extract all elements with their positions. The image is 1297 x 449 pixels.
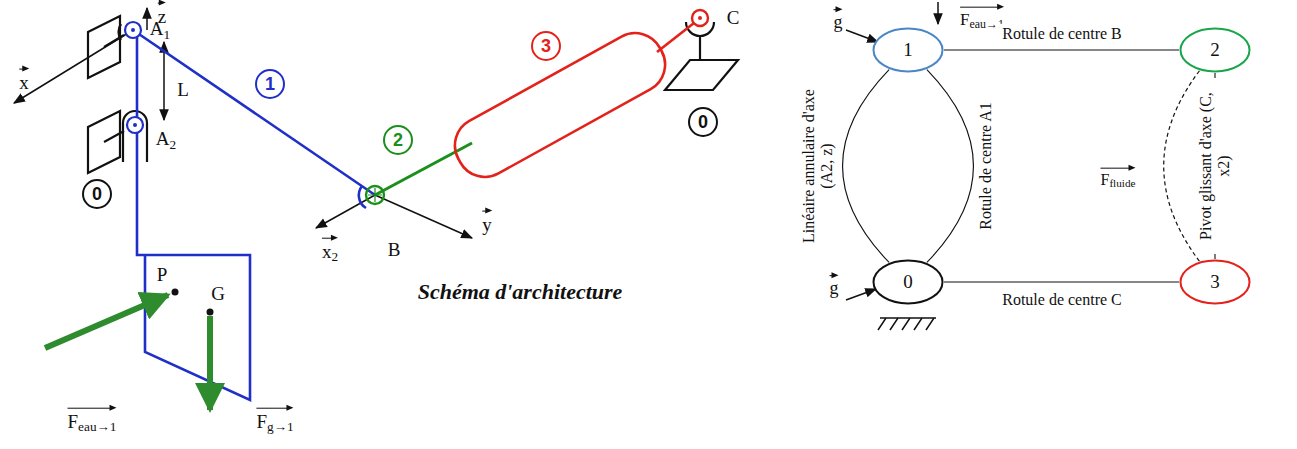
part-ellipse: 1 bbox=[872, 27, 944, 73]
liaison-line bbox=[843, 70, 890, 263]
ellipse-shape bbox=[874, 261, 943, 304]
vector-symbol: Feau→1 bbox=[960, 5, 1004, 32]
vector-symbol: x2 bbox=[322, 236, 338, 265]
vector-symbol: Fg→1 bbox=[256, 406, 293, 435]
point-label: A1 bbox=[150, 18, 170, 42]
vector-symbol: x bbox=[19, 67, 29, 94]
point-label: G bbox=[211, 283, 225, 305]
liaison-label: Rotule de centre A1 bbox=[976, 99, 996, 233]
part-number: 2 bbox=[1210, 39, 1220, 61]
subscript: 2 bbox=[331, 249, 338, 264]
part-ellipse: 2 bbox=[1179, 27, 1251, 73]
vector-symbol: Ffluide bbox=[1100, 166, 1135, 191]
subscript: 2 bbox=[170, 137, 177, 152]
gravity-label: g bbox=[834, 7, 843, 33]
liaison-label: Rotule de centre B bbox=[999, 24, 1125, 44]
point-label: C bbox=[727, 7, 740, 29]
liaison-line bbox=[944, 49, 1179, 50]
callout-number: 1 bbox=[255, 69, 285, 99]
callout-number: 0 bbox=[688, 107, 718, 137]
callout-number: 2 bbox=[383, 125, 413, 155]
ellipse-shape bbox=[1181, 29, 1250, 72]
axis-label: x2 bbox=[322, 236, 338, 265]
liaison-label: Rotule de centre C bbox=[999, 290, 1125, 310]
part-ellipse: 0 bbox=[872, 259, 944, 305]
force-label: Fg→1 bbox=[256, 406, 293, 435]
callout-number: 3 bbox=[531, 31, 561, 61]
liaison-label: Linéaire annulaire d'axe (A2, z) bbox=[799, 81, 838, 252]
part-3 bbox=[445, 10, 708, 187]
subscript: g→1 bbox=[267, 419, 294, 434]
joint-circles bbox=[125, 22, 214, 316]
vector-symbol: y bbox=[482, 209, 492, 236]
point-label: P bbox=[157, 264, 168, 286]
figure-caption: Schéma d'architecture bbox=[418, 279, 623, 304]
ellipse-shape bbox=[874, 29, 943, 72]
liaison-label: Ffluide bbox=[1097, 165, 1138, 192]
part-ellipse: 3 bbox=[1179, 259, 1251, 305]
liaison-line bbox=[944, 281, 1179, 282]
liaison-line bbox=[927, 70, 974, 263]
part-1 bbox=[133, 30, 375, 400]
vector-symbol: g bbox=[830, 273, 839, 299]
callout-number: 0 bbox=[82, 179, 112, 209]
liaison-label: Pivot glissant d'axe (C, x2) bbox=[1196, 78, 1235, 254]
vector-symbol: g bbox=[834, 7, 843, 33]
force-label: Feau→1 bbox=[960, 5, 1004, 32]
ellipse-shape bbox=[1181, 261, 1250, 304]
part-number: 0 bbox=[903, 271, 913, 293]
force-label: Feau→1 bbox=[68, 406, 117, 435]
gravity-label: g bbox=[830, 273, 839, 299]
point-label: A2 bbox=[156, 128, 176, 152]
part-number: 1 bbox=[903, 39, 913, 61]
vector-symbol: Feau→1 bbox=[68, 406, 117, 435]
dimension-label: L bbox=[177, 79, 189, 101]
axes bbox=[14, 8, 472, 238]
subscript: fluide bbox=[1109, 177, 1135, 189]
subscript: eau→1 bbox=[78, 419, 116, 434]
point-label: B bbox=[388, 239, 401, 261]
subscript: 1 bbox=[164, 27, 171, 42]
axis-label: x bbox=[19, 67, 29, 94]
fluid-action-line bbox=[1164, 71, 1200, 262]
force-arrows bbox=[45, 295, 210, 410]
axis-label: y bbox=[482, 209, 492, 236]
part-number: 3 bbox=[1210, 271, 1220, 293]
